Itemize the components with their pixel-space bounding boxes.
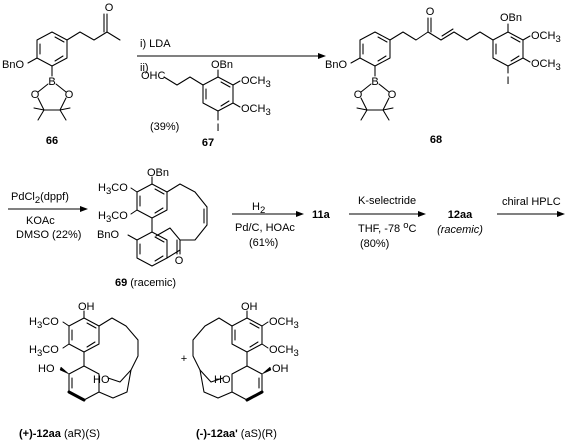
atom-i-67: I: [216, 122, 219, 134]
atom-o-68a: O: [354, 89, 363, 101]
arrow-head-1: [318, 53, 326, 59]
atom-och3-minus-b: OCH3: [269, 344, 299, 359]
compound-label-11a: 11a: [312, 209, 331, 221]
reagent-koac: KOAc: [26, 215, 55, 227]
reagent-step-ii: ii): [140, 62, 149, 74]
structure-12aa-plus: [59, 310, 139, 402]
product-label-minus: (-)-12aa' (aS)(R): [196, 428, 277, 440]
arrow-head-2: [80, 206, 88, 212]
yield-67: (39%): [150, 121, 179, 133]
plus-sign: +: [181, 353, 187, 365]
atom-och3-minus-a: OCH3: [269, 316, 299, 331]
atom-och3-67b: OCH3: [241, 103, 271, 118]
reagent-chiral-hplc: chiral HPLC: [502, 196, 561, 208]
atom-oh-minus-top: OH: [241, 301, 258, 313]
atom-ohc-67: OHC: [141, 70, 166, 82]
atom-h3co-plus-b: H3CO: [29, 344, 59, 359]
atom-h3co-69b: H3CO: [98, 210, 128, 225]
atom-b-68: B: [371, 76, 378, 88]
atom-o-66b: O: [65, 89, 74, 101]
atom-bno-68: BnO: [325, 59, 347, 71]
reagent-pdcl2: PdCl2(dppf): [11, 191, 69, 206]
atom-och3-67a: OCH3: [241, 75, 271, 90]
structure-66: [27, 13, 121, 121]
atom-b-66: B: [48, 76, 55, 88]
atom-oh-minus: OH: [272, 363, 289, 375]
structure-68: [350, 17, 531, 121]
atom-o-ketone-66: O: [105, 2, 114, 14]
atom-h3co-plus-a: H3CO: [29, 316, 59, 331]
reagent-thf: THF, -78 oC: [358, 220, 417, 235]
atom-obn-69: OBn: [147, 167, 169, 179]
structure-69: [127, 176, 208, 267]
reagent-dmso: DMSO (22%): [16, 229, 81, 241]
reagent-pdc-hoac: Pd/C, HOAc: [235, 222, 295, 234]
yield-80: (80%): [360, 238, 389, 250]
atom-o-66a: O: [31, 89, 40, 101]
product-label-plus: (+)-12aa (aR)(S): [19, 428, 100, 440]
atom-i-68: I: [506, 75, 509, 87]
atom-bno-69: BnO: [97, 229, 119, 241]
atom-bno-66: BnO: [2, 59, 24, 71]
reagent-kselectride: K-selectride: [358, 195, 416, 207]
atom-h3co-69a: H3CO: [98, 182, 128, 197]
compound-label-69: 69(racemic): [115, 277, 176, 289]
atom-obn-68: OBn: [500, 12, 522, 24]
atom-och3-68b: OCH3: [531, 58, 561, 73]
structure-67: [163, 69, 241, 121]
atom-obn-67: OBn: [211, 59, 233, 71]
atom-oh-plus-top: OH: [78, 301, 95, 313]
arrow-head-5: [557, 211, 565, 217]
arrow-head-3: [296, 211, 304, 217]
atom-och3-68a: OCH3: [531, 30, 561, 45]
structure-12aa-minus: [192, 310, 272, 402]
yield-61: (61%): [249, 237, 278, 249]
reagent-step-i: i) LDA: [140, 38, 171, 50]
atom-ho-plus: HO: [38, 363, 55, 375]
atom-o-69: O: [175, 255, 184, 267]
atom-ho-minus: HO: [214, 374, 231, 386]
compound-label-68: 68: [430, 134, 442, 146]
reagent-h2: H2: [252, 201, 265, 216]
atom-o-ketone-68: O: [426, 6, 435, 18]
compound-label-67: 67: [202, 137, 214, 149]
atom-o-68b: O: [388, 89, 397, 101]
arrow-head-4: [418, 211, 426, 217]
compound-label-66: 66: [46, 135, 58, 147]
atom-ho-plus-2: HO: [93, 374, 110, 386]
compound-12aa-note: (racemic): [437, 224, 483, 236]
compound-label-12aa: 12aa: [448, 209, 473, 221]
